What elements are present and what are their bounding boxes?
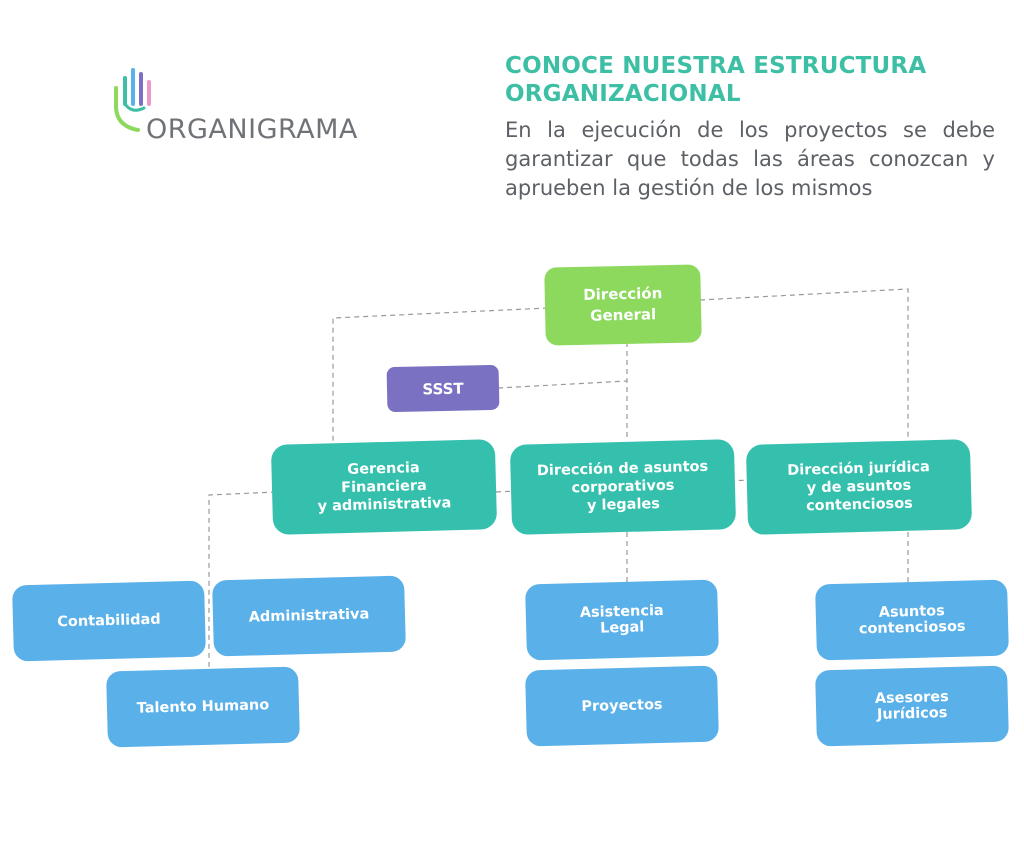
node-ssst[interactable]: SSST	[386, 364, 500, 413]
node-asesores-juridicos[interactable]: Asesores Jurídicos	[815, 665, 1009, 747]
page-title-line-2: ORGANIZACIONAL	[505, 81, 741, 107]
connector-top-to-legal	[699, 288, 909, 448]
page-title-line-1: CONOCE NUESTRA ESTRUCTURA	[505, 53, 927, 79]
node-direccion-general[interactable]: Dirección General	[544, 264, 702, 346]
node-asuntos-corporativos[interactable]: Dirección de asuntos corporativos y lega…	[509, 439, 737, 535]
connector-top-to-finance	[332, 307, 549, 448]
logo-wordmark: ORGANIGRAMA	[146, 114, 358, 145]
node-asuntos-contenciosos[interactable]: Asuntos contenciosos	[815, 579, 1009, 661]
node-gerencia-financiera[interactable]: Gerencia Financiera y administrativa	[270, 439, 498, 535]
node-direccion-juridica[interactable]: Dirección jurídica y de asuntos contenci…	[745, 439, 973, 535]
connector-ssst	[497, 380, 628, 389]
hand-icon	[114, 68, 151, 132]
intro-text: En la ejecución de los proyectos se debe…	[505, 118, 995, 200]
organigrama-logo: ORGANIGRAMA	[108, 64, 408, 154]
node-contabilidad[interactable]: Contabilidad	[12, 580, 206, 662]
node-administrativa[interactable]: Administrativa	[212, 575, 406, 657]
page-title: CONOCE NUESTRA ESTRUCTURA ORGANIZACIONAL	[505, 52, 975, 108]
node-proyectos[interactable]: Proyectos	[525, 665, 719, 747]
node-asistencia-legal[interactable]: Asistencia Legal	[525, 579, 719, 661]
connector-finance-to-areas	[208, 491, 277, 672]
node-talento-humano[interactable]: Talento Humano	[106, 666, 300, 748]
